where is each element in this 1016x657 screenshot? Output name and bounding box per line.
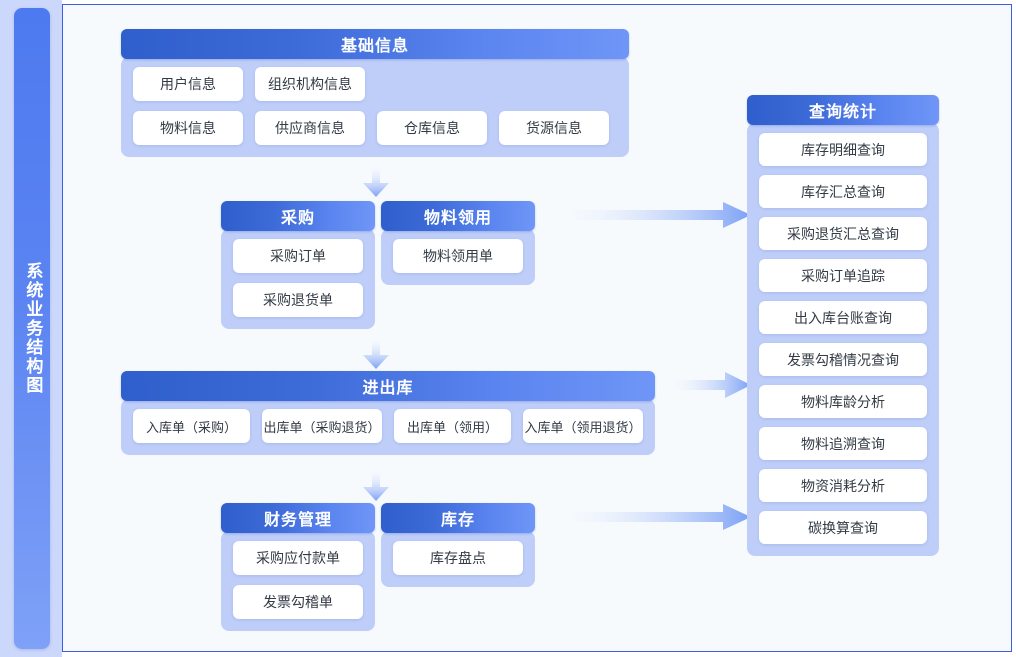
card-inventory-detail-query[interactable]: 库存明细查询 [759,133,927,166]
module-inventory-header: 库存 [381,503,535,533]
card-row: 物料领用单 [393,239,523,273]
sidebar-title: 系统业务结构图 [23,262,43,395]
card-inventory-summary-query[interactable]: 库存汇总查询 [759,175,927,208]
arrow-right-icon-inout-to-query [663,371,751,399]
card-source-info[interactable]: 货源信息 [499,111,609,145]
card-warehouse-info[interactable]: 仓库信息 [377,111,487,145]
module-basic-info-header: 基础信息 [121,29,629,59]
card-inout-ledger-query[interactable]: 出入库台账查询 [759,301,927,334]
module-query-statistics-header: 查询统计 [747,95,939,125]
module-in-out-warehouse: 进出库 入库单（采购） 出库单（采购退货） 出库单（领用） 入库单（领用退货） [121,371,655,455]
card-purchase-payable[interactable]: 采购应付款单 [233,541,363,575]
card-purchase-order-tracking[interactable]: 采购订单追踪 [759,259,927,292]
card-material-age-analysis[interactable]: 物料库龄分析 [759,385,927,418]
module-in-out-warehouse-body: 入库单（采购） 出库单（采购退货） 出库单（领用） 入库单（领用退货） [121,399,655,455]
module-material-requisition: 物料领用 物料领用单 [381,201,535,285]
module-in-out-warehouse-header: 进出库 [121,371,655,401]
main-panel: 基础信息 用户信息 组织机构信息 物料信息 供应商信息 仓库信息 货源信息 [62,4,1012,652]
card-outbound-purchase-return[interactable]: 出库单（采购退货） [262,409,382,443]
module-basic-info-body: 用户信息 组织机构信息 物料信息 供应商信息 仓库信息 货源信息 [121,57,629,157]
card-outbound-requisition[interactable]: 出库单（领用） [394,409,511,443]
sidebar-title-rail: 系统业务结构图 [14,8,50,649]
module-material-requisition-body: 物料领用单 [381,229,535,285]
card-carbon-conversion-query[interactable]: 碳换算查询 [759,511,927,544]
module-purchase-header: 采购 [221,201,375,231]
card-supplier-info[interactable]: 供应商信息 [255,111,365,145]
module-inventory-body: 库存盘点 [381,531,535,587]
card-org-info[interactable]: 组织机构信息 [255,67,365,101]
card-purchase-return-summary-query[interactable]: 采购退货汇总查询 [759,217,927,250]
card-requisition-form[interactable]: 物料领用单 [393,239,523,273]
module-material-requisition-header: 物料领用 [381,201,535,231]
card-row: 采购退货单 [233,283,363,317]
card-row: 发票勾稽单 [233,585,363,619]
card-invoice-reconciliation-query[interactable]: 发票勾稽情况查询 [759,343,927,376]
arrow-down-icon-purchase-to-inout [361,335,391,369]
card-row: 采购订单 [233,239,363,273]
module-query-statistics: 查询统计 库存明细查询 库存汇总查询 采购退货汇总查询 采购订单追踪 出入库台账… [747,95,939,556]
module-finance-body: 采购应付款单 发票勾稽单 [221,531,375,631]
card-material-trace-query[interactable]: 物料追溯查询 [759,427,927,460]
arrow-right-icon-finance-to-query [541,503,751,531]
card-purchase-order[interactable]: 采购订单 [233,239,363,273]
arrow-right-icon-purchase-to-query [541,201,751,229]
card-inbound-requisition-return[interactable]: 入库单（领用退货） [523,409,643,443]
card-row: 入库单（采购） 出库单（采购退货） 出库单（领用） 入库单（领用退货） [133,409,643,443]
module-finance-header: 财务管理 [221,503,375,533]
card-material-consumption-analysis[interactable]: 物资消耗分析 [759,469,927,502]
card-user-info[interactable]: 用户信息 [133,67,243,101]
module-purchase-body: 采购订单 采购退货单 [221,229,375,329]
arrow-down-icon-inout-to-finance [361,467,391,501]
card-material-info[interactable]: 物料信息 [133,111,243,145]
card-row: 库存盘点 [393,541,523,575]
module-purchase: 采购 采购订单 采购退货单 [221,201,375,329]
card-purchase-return[interactable]: 采购退货单 [233,283,363,317]
module-finance: 财务管理 采购应付款单 发票勾稽单 [221,503,375,631]
card-invoice-reconciliation[interactable]: 发票勾稽单 [233,585,363,619]
card-row: 物料信息 供应商信息 仓库信息 货源信息 [133,111,617,145]
card-row: 采购应付款单 [233,541,363,575]
card-stock-count[interactable]: 库存盘点 [393,541,523,575]
module-basic-info: 基础信息 用户信息 组织机构信息 物料信息 供应商信息 仓库信息 货源信息 [121,29,629,157]
module-inventory: 库存 库存盘点 [381,503,535,587]
arrow-down-icon-basic-to-purchase [361,163,391,197]
module-query-statistics-body: 库存明细查询 库存汇总查询 采购退货汇总查询 采购订单追踪 出入库台账查询 发票… [747,123,939,556]
card-inbound-purchase[interactable]: 入库单（采购） [133,409,250,443]
card-row: 用户信息 组织机构信息 [133,67,617,101]
